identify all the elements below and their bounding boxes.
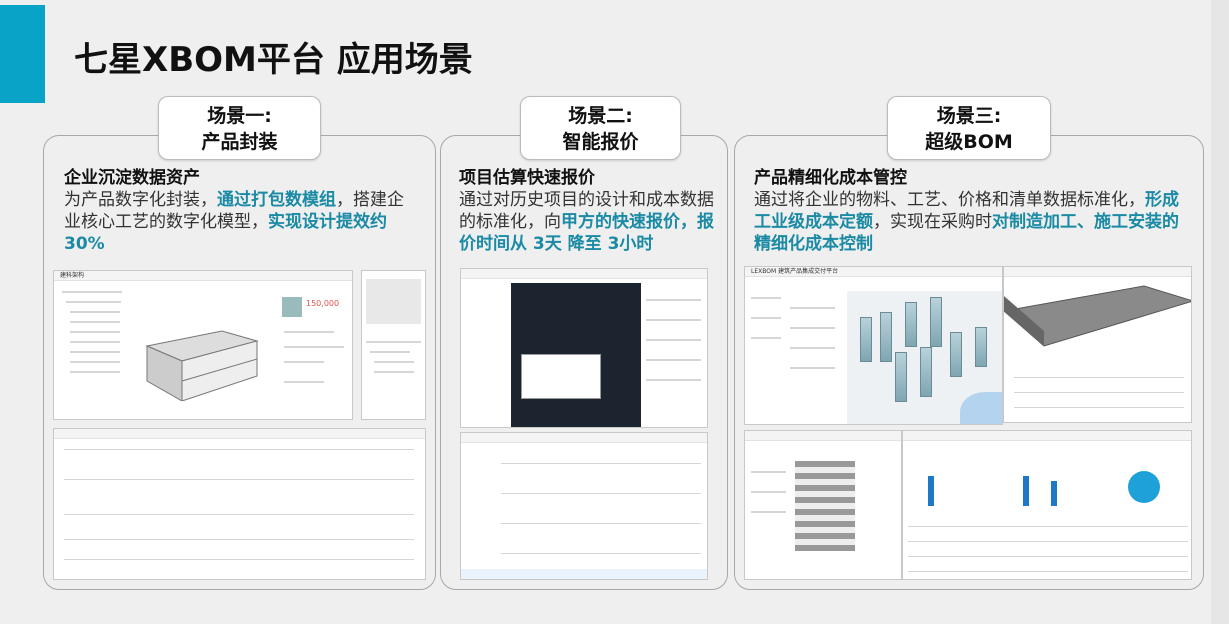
scenario-heading: 项目估算快速报价 (459, 168, 595, 188)
body-text: ，搭建企业核心工艺的数字化模型， (64, 190, 404, 232)
scenario-heading: 产品精细化成本管控 (754, 168, 907, 188)
tab-line: 产品封装 (201, 131, 278, 153)
tab-line: 场景二: (568, 105, 633, 127)
scenario-3-tab: 场景三: 超级BOM (887, 96, 1051, 160)
tab-line: 场景一: (207, 105, 272, 127)
scenario-3-text: 产品精细化成本管控 通过将企业的物料、工艺、价格和清单数据标准化，形成工业级成本… (754, 167, 1184, 255)
body-text: ，实现在采购时 (873, 212, 992, 232)
bim-model-screenshot (1003, 266, 1192, 423)
edge-strip (1211, 0, 1229, 624)
dashboard-screenshot (902, 430, 1192, 580)
quote-screenshot (460, 432, 708, 580)
body-highlight: 通过打包数模组 (217, 190, 336, 210)
body-text: 通过对历史项目的设计和成本数据的标准化，向 (459, 190, 714, 232)
product-package-screenshot: 建科架构 150,000 (53, 270, 353, 420)
product-thumb (282, 297, 302, 317)
body-text: 通过将企业的物料、工艺、价格和清单数据标准化， (754, 190, 1145, 210)
app-name: 建科架构 (54, 271, 352, 281)
tab-line: 智能报价 (562, 131, 639, 153)
body-highlight: 对制造加工、施工安装的精细化成本控制 (754, 212, 1179, 254)
accent-bar (0, 5, 45, 103)
scenario-2-tab: 场景二: 智能报价 (520, 96, 681, 160)
floorplan-model-icon (1004, 285, 1191, 347)
cad-screenshot (460, 268, 708, 428)
scenario-1-tab: 场景一: 产品封装 (158, 96, 321, 160)
building-model-icon (145, 330, 259, 401)
platform-name: 建筑产品集成交付平台 (778, 268, 839, 275)
package-table-screenshot (53, 428, 426, 580)
brand: LEXBOM (751, 268, 777, 275)
platform-map-screenshot: LEXBOM 建筑产品集成交付平台 (744, 266, 1003, 425)
tab-line: 超级BOM (925, 131, 1013, 153)
body-highlight: 实现设计提效约30% (64, 212, 387, 254)
tab-line: 场景三: (936, 105, 1002, 127)
page-title: 七星XBOM平台 应用场景 (74, 40, 473, 80)
mobile-screenshot (361, 270, 426, 420)
platform-title: LEXBOM 建筑产品集成交付平台 (745, 267, 1002, 277)
body-text: 为产品数字化封装， (64, 190, 217, 210)
body-highlight: 甲方的快速报价，报价时间从 3天 降至 3小时 (459, 212, 714, 254)
scenario-2-text: 项目估算快速报价 通过对历史项目的设计和成本数据的标准化，向甲方的快速报价，报价… (459, 167, 714, 255)
body-highlight: 形成工业级成本定额 (754, 190, 1179, 232)
price: 150,000 (306, 299, 340, 308)
production-screenshot (744, 430, 902, 580)
scenario-1-text: 企业沉淀数据资产 为产品数字化封装，通过打包数模组，搭建企业核心工艺的数字化模型… (64, 167, 414, 255)
scenario-heading: 企业沉淀数据资产 (64, 168, 200, 188)
